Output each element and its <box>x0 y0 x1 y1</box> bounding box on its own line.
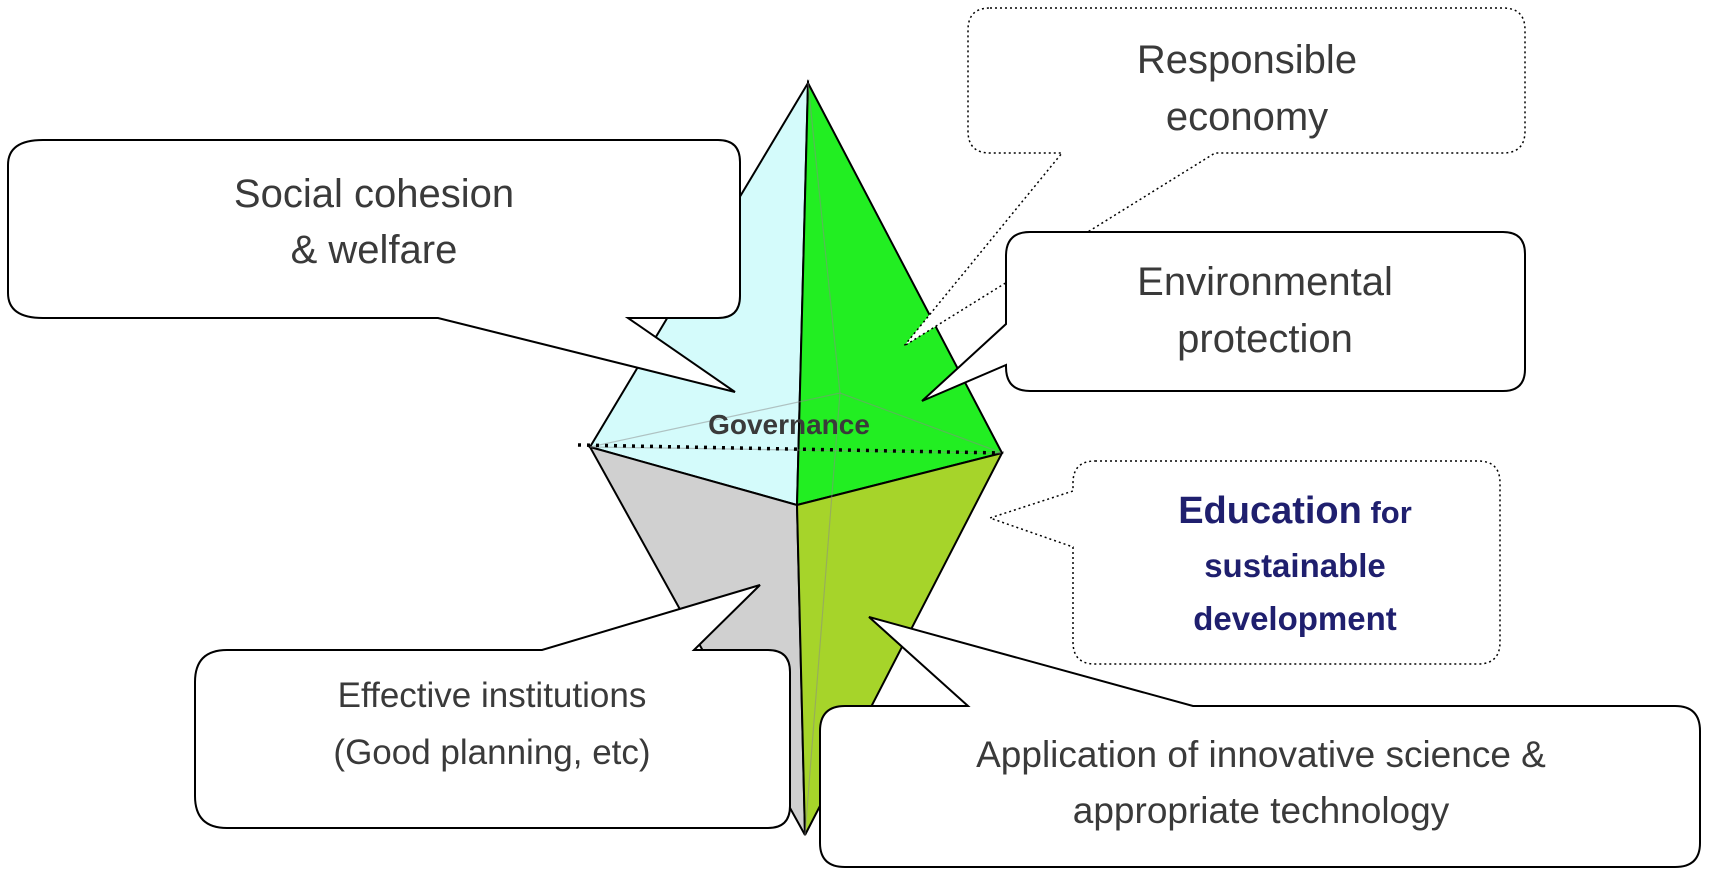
callout-social: Social cohesion & welfare <box>7 139 741 393</box>
governance-axis <box>577 443 1003 455</box>
callout-institutions: Effective institutions (Good planning, e… <box>194 584 791 829</box>
economy-line-2: economy <box>1166 95 1328 139</box>
environment-line-2: protection <box>1177 317 1353 361</box>
callout-education-shape <box>987 460 1501 665</box>
callout-economy: Responsible economy <box>903 7 1526 347</box>
callout-institutions-shape <box>194 584 791 829</box>
environment-line-1: Environmental <box>1137 260 1393 304</box>
hidden-back-edge-low <box>804 392 841 836</box>
education-line-3: development <box>1193 600 1397 637</box>
governance-label: Governance <box>708 409 870 440</box>
callout-environment: Environmental protection <box>921 231 1526 402</box>
economy-line-1: Responsible <box>1137 38 1357 82</box>
callout-environment-shape <box>921 231 1526 402</box>
social-line-2: & welfare <box>291 228 458 272</box>
science-line-2: appropriate technology <box>1073 790 1450 831</box>
institutions-line-2: (Good planning, etc) <box>333 733 650 772</box>
institutions-line-1: Effective institutions <box>338 676 647 715</box>
callout-education: Education for sustainable development <box>987 460 1501 665</box>
social-line-1: Social cohesion <box>234 172 514 216</box>
callout-social-shape <box>7 139 741 393</box>
callout-science-shape <box>819 616 1701 868</box>
science-line-1: Application of innovative science & <box>976 734 1546 775</box>
education-line-2: sustainable <box>1204 547 1386 584</box>
hidden-back-edge <box>807 82 841 394</box>
education-line-1: Education for <box>1178 490 1412 532</box>
callout-science: Application of innovative science & appr… <box>819 616 1701 868</box>
pyramid: Governance <box>577 79 1004 836</box>
